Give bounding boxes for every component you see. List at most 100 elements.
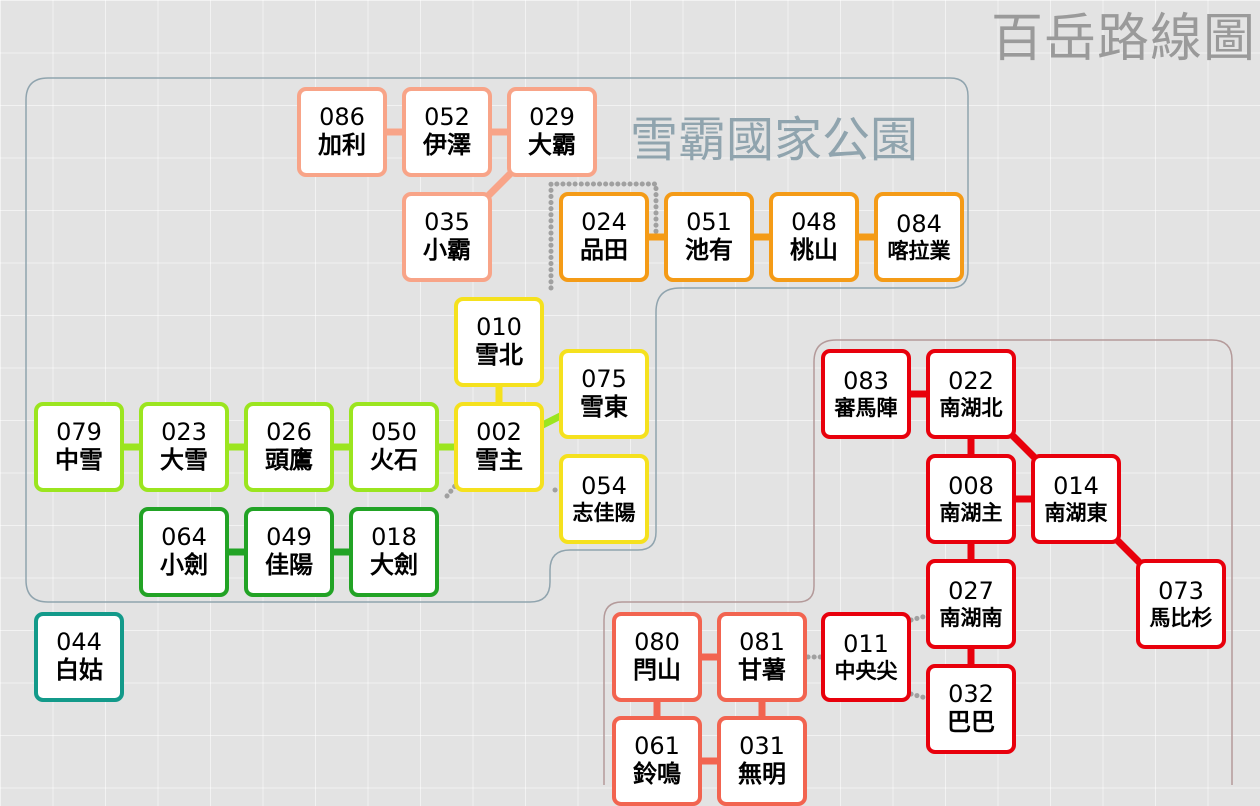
peak-name: 大霸 <box>528 131 576 159</box>
trail-dots-zhongyang-nanhu <box>908 613 929 623</box>
peak-number: 023 <box>161 418 207 447</box>
peak-number: 084 <box>896 210 942 239</box>
peak-number: 031 <box>739 732 785 761</box>
peak-name: 鈴鳴 <box>633 760 681 788</box>
peak-number: 054 <box>581 472 627 501</box>
peak-name: 桃山 <box>790 236 838 264</box>
peak-number: 035 <box>424 208 470 237</box>
peak-name: 雪主 <box>475 446 523 474</box>
peak-number: 008 <box>948 472 994 501</box>
peak-number: 032 <box>948 680 994 709</box>
peak-number: 086 <box>319 103 365 132</box>
peak-number: 027 <box>948 577 994 606</box>
trail-dots-xue-jianshan <box>444 483 458 499</box>
peak-number: 022 <box>948 367 994 396</box>
park-boundary <box>25 77 969 603</box>
trail-dots-shengleng <box>548 181 659 291</box>
region-boundary-south <box>603 339 1233 785</box>
peak-name: 南湖主 <box>939 500 1003 525</box>
peak-number: 081 <box>739 628 785 657</box>
map-title: 百岳路線圖 <box>990 9 1256 69</box>
trail-dots-zhongyang-baba <box>908 691 929 701</box>
peak-name: 頭鷹 <box>265 446 313 474</box>
peak-name: 喀拉業 <box>887 238 951 263</box>
peak-name: 雪北 <box>475 341 523 369</box>
peak-name: 白姑 <box>55 656 103 684</box>
peak-number: 018 <box>371 523 417 552</box>
peak-name: 馬比杉 <box>1149 605 1213 630</box>
park-label: 雪霸國家公園 <box>630 112 919 168</box>
peak-number: 044 <box>56 628 102 657</box>
peak-name: 閂山 <box>633 656 681 684</box>
peak-number: 075 <box>581 365 627 394</box>
peak-number: 050 <box>371 418 417 447</box>
peak-name: 品田 <box>580 236 628 264</box>
peak-name: 甘薯 <box>738 656 786 684</box>
peak-number: 073 <box>1158 577 1204 606</box>
peak-number: 064 <box>161 523 207 552</box>
trail-paths <box>444 181 929 701</box>
peak-name: 小霸 <box>423 236 471 264</box>
peak-name: 巴巴 <box>947 708 995 736</box>
peak-name: 志佳陽 <box>572 500 636 525</box>
peak-name: 伊澤 <box>423 131 471 159</box>
peak-number: 029 <box>529 103 575 132</box>
peak-number: 049 <box>266 523 312 552</box>
peak-number: 010 <box>476 313 522 342</box>
peak-name: 無明 <box>738 760 786 788</box>
peak-number: 052 <box>424 103 470 132</box>
peak-number: 024 <box>581 208 627 237</box>
peak-number: 079 <box>56 418 102 447</box>
peak-number: 026 <box>266 418 312 447</box>
peak-name: 大雪 <box>160 446 208 474</box>
peak-name: 火石 <box>370 446 418 474</box>
peak-name: 小劍 <box>160 551 208 579</box>
peak-number: 011 <box>843 630 889 659</box>
peak-name: 池有 <box>685 236 733 264</box>
peak-number: 002 <box>476 418 522 447</box>
peak-name: 大劍 <box>370 551 418 579</box>
peak-name: 中雪 <box>55 446 103 474</box>
peak-number: 051 <box>686 208 732 237</box>
peak-name: 審馬陣 <box>834 395 898 420</box>
peak-number: 083 <box>843 367 889 396</box>
peak-name: 佳陽 <box>265 551 313 579</box>
peak-name: 雪東 <box>580 393 628 421</box>
peak-name: 加利 <box>318 131 366 159</box>
peak-number: 080 <box>634 628 680 657</box>
peak-number: 061 <box>634 732 680 761</box>
peak-name: 南湖北 <box>939 395 1003 420</box>
